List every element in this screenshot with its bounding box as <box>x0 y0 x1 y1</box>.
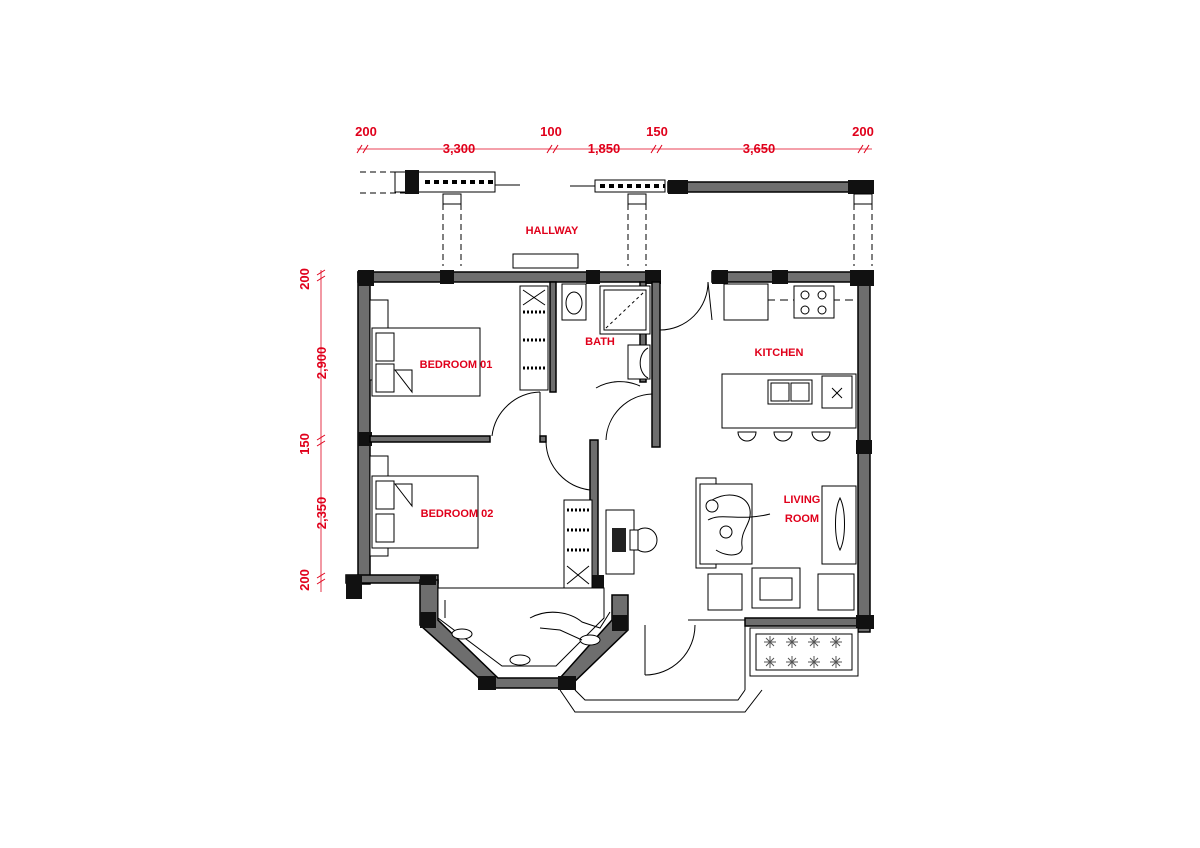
doors <box>491 281 745 676</box>
dim-top-4: 1,850 <box>588 141 621 156</box>
planter <box>749 627 859 677</box>
bedroom02-furniture <box>369 455 593 589</box>
desk <box>605 509 658 575</box>
label-hallway: HALLWAY <box>526 225 579 237</box>
label-kitchen: KITCHEN <box>755 347 804 359</box>
dim-top-5: 150 <box>646 124 668 139</box>
label-bedroom02: BEDROOM 02 <box>421 508 494 520</box>
dim-top-3: 100 <box>540 124 562 139</box>
dim-left-3: 150 <box>297 433 312 455</box>
dim-left-1: 200 <box>297 268 312 290</box>
dim-top-7: 200 <box>852 124 874 139</box>
dim-left-2: 2,900 <box>314 347 329 380</box>
label-bath: BATH <box>585 336 615 348</box>
label-living-2: ROOM <box>785 513 819 525</box>
dim-top-1: 200 <box>355 124 377 139</box>
living-furniture <box>695 477 857 611</box>
entry-steps <box>559 626 763 713</box>
dim-top-6: 3,650 <box>743 141 776 156</box>
label-bedroom01: BEDROOM 01 <box>420 359 493 371</box>
outer-walls <box>345 270 874 633</box>
dim-left-5: 200 <box>297 569 312 591</box>
kitchen-furniture <box>721 283 857 442</box>
dim-left-4: 2,350 <box>314 497 329 530</box>
bath-fixtures <box>561 283 651 380</box>
top-dimension-chain: 200 3,300 100 1,850 150 3,650 200 <box>355 124 874 156</box>
bedroom01-furniture <box>369 285 549 397</box>
room-labels: HALLWAY BATH BEDROOM 01 KITCHEN BEDROOM … <box>420 225 821 525</box>
dim-top-2: 3,300 <box>443 141 476 156</box>
label-living-1: LIVING <box>784 494 821 506</box>
bay-window <box>419 575 629 690</box>
hallway-area <box>360 170 874 269</box>
left-dimension-chain: 200 2,900 150 2,350 200 <box>297 268 329 592</box>
